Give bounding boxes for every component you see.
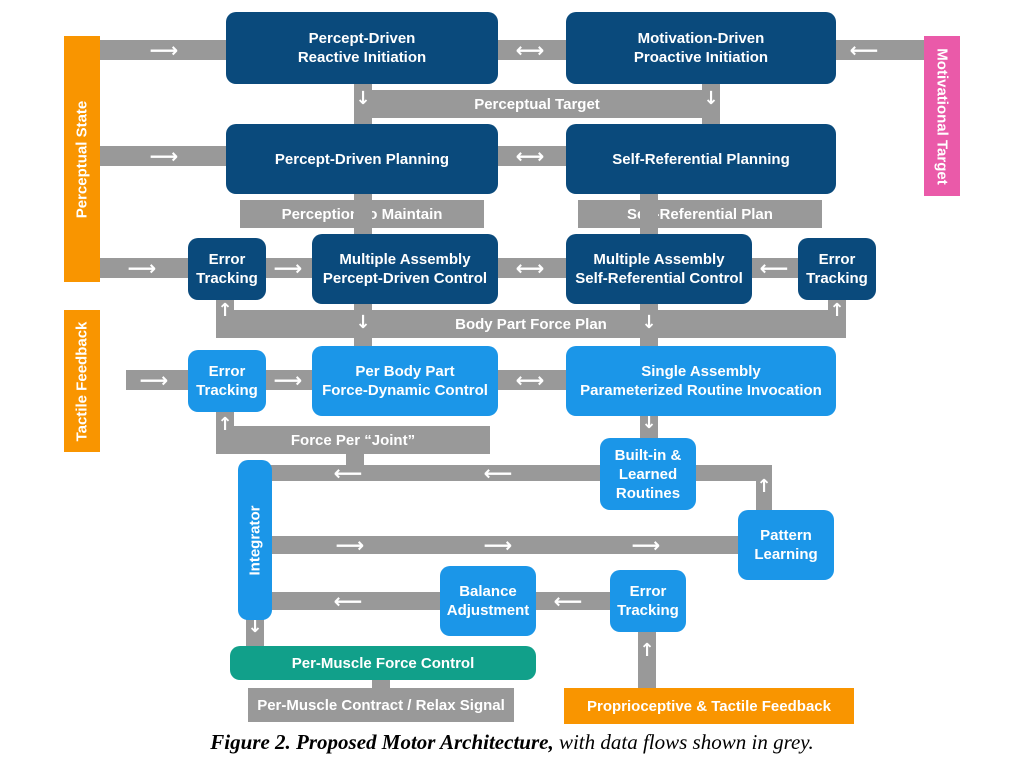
error-tracking-box-2: Error Tracking <box>798 238 876 300</box>
arrow-up-icon: ↑ <box>217 300 233 321</box>
figure-caption: Figure 2. Proposed Motor Architecture, w… <box>0 730 1024 755</box>
flow-perceptual-state-to-planning <box>98 146 230 166</box>
arrow-down-icon: ↓ <box>355 88 371 109</box>
arrow-both-icon: ⟷ <box>515 144 545 168</box>
arrow-both-icon: ⟷ <box>515 256 545 280</box>
arrow-right-icon: ⟶ <box>335 533 365 557</box>
arrow-down-icon: ↓ <box>641 312 657 333</box>
flow-per-muscle-signal-label: Per-Muscle Contract / Relax Signal <box>248 688 514 722</box>
flow-error-3-to-per-body-part <box>262 370 316 390</box>
error-tracking-box-1: Error Tracking <box>188 238 266 300</box>
balance-adjustment-box: Balance Adjustment <box>440 566 536 636</box>
flow-integrator-to-pattern <box>268 536 742 554</box>
flow-routines-to-integrator <box>268 465 604 481</box>
arrow-both-icon: ⟷ <box>515 368 545 392</box>
perceptual-state-input: Perceptual State <box>64 36 100 282</box>
arrow-left-icon: ⟵ <box>333 589 363 613</box>
arrow-both-icon: ⟷ <box>515 38 545 62</box>
multi-assembly-self-ref-control-box: Multiple Assembly Self-Referential Contr… <box>566 234 752 304</box>
single-assembly-routine-box: Single Assembly Parameterized Routine In… <box>566 346 836 416</box>
error-tracking-box-4: Error Tracking <box>610 570 686 632</box>
flow-muscle-to-signal <box>372 678 390 690</box>
arrow-right-icon: ⟶ <box>127 256 157 280</box>
arrow-down-icon: ↓ <box>355 312 371 333</box>
flow-planning-stem-left <box>354 190 372 238</box>
flow-perceptual-state-to-error-1 <box>98 258 192 278</box>
caption-italic: with data flows shown in grey. <box>553 730 814 754</box>
arrow-left-icon: ⟵ <box>849 38 879 62</box>
arrow-right-icon: ⟶ <box>149 38 179 62</box>
error-tracking-box-3: Error Tracking <box>188 350 266 412</box>
arrow-down-icon: ↓ <box>247 616 263 637</box>
flow-perceptual-target-label: Perceptual Target <box>354 90 720 118</box>
flow-force-per-joint-label: Force Per “Joint” <box>216 426 490 454</box>
flow-self-referential-plan-label: Self-Referential Plan <box>578 200 822 228</box>
flow-per-body-part-to-single <box>496 370 568 390</box>
arrow-right-icon: ⟶ <box>139 368 169 392</box>
arrow-left-icon: ⟵ <box>333 461 363 485</box>
percept-driven-planning-box: Percept-Driven Planning <box>226 124 498 194</box>
flow-error-4-to-balance <box>530 592 614 610</box>
motivational-target-input: Motivational Target <box>924 36 960 196</box>
flow-multi-assembly-link <box>496 258 568 278</box>
arrow-down-icon: ↓ <box>703 88 719 109</box>
flow-single-to-builtin <box>640 412 658 440</box>
arrow-right-icon: ⟶ <box>483 533 513 557</box>
arrow-up-icon: ↑ <box>217 414 233 435</box>
arrow-down-icon: ↓ <box>641 412 657 433</box>
flow-planning-link <box>496 146 568 166</box>
arrow-up-icon: ↑ <box>756 476 772 497</box>
arrow-right-icon: ⟶ <box>273 256 303 280</box>
flow-body-part-force-plan-label: Body Part Force Plan <box>216 310 846 338</box>
flow-perceptual-state-to-reactive <box>98 40 230 60</box>
arrow-left-icon: ⟵ <box>553 589 583 613</box>
flow-planning-stem-right <box>640 190 658 238</box>
per-muscle-force-control-box: Per-Muscle Force Control <box>230 646 536 680</box>
arrow-right-icon: ⟶ <box>631 533 661 557</box>
multi-assembly-percept-control-box: Multiple Assembly Percept-Driven Control <box>312 234 498 304</box>
flow-error-2-to-multi-self <box>746 258 802 278</box>
flow-integrator-to-muscle <box>246 616 264 648</box>
flow-motivational-target-in <box>834 40 926 60</box>
arrow-up-icon: ↑ <box>639 640 655 661</box>
self-referential-planning-box: Self-Referential Planning <box>566 124 836 194</box>
proprioceptive-tactile-input: Proprioceptive & Tactile Feedback <box>564 688 854 724</box>
flow-pattern-riser <box>756 465 772 513</box>
flow-error-1-to-multi-percept <box>262 258 316 278</box>
arrow-right-icon: ⟶ <box>149 144 179 168</box>
flow-pattern-to-routines <box>692 465 772 481</box>
flow-reactive-proactive <box>496 40 568 60</box>
caption-bold: Figure 2. Proposed Motor Architecture, <box>210 730 554 754</box>
motivation-proactive-initiation-box: Motivation-Driven Proactive Initiation <box>566 12 836 84</box>
arrow-up-icon: ↑ <box>829 300 845 321</box>
integrator-box: Integrator <box>238 460 272 620</box>
percept-reactive-initiation-box: Percept-Driven Reactive Initiation <box>226 12 498 84</box>
per-body-part-control-box: Per Body Part Force-Dynamic Control <box>312 346 498 416</box>
tactile-feedback-input: Tactile Feedback <box>64 310 100 452</box>
flow-proprio-to-error-4 <box>638 630 656 692</box>
builtin-learned-routines-box: Built-in & Learned Routines <box>600 438 696 510</box>
flow-tactile-to-error-3 <box>126 370 192 390</box>
arrow-left-icon: ⟵ <box>483 461 513 485</box>
flow-balance-to-integrator <box>268 592 444 610</box>
pattern-learning-box: Pattern Learning <box>738 510 834 580</box>
arrow-right-icon: ⟶ <box>273 368 303 392</box>
arrow-left-icon: ⟵ <box>759 256 789 280</box>
